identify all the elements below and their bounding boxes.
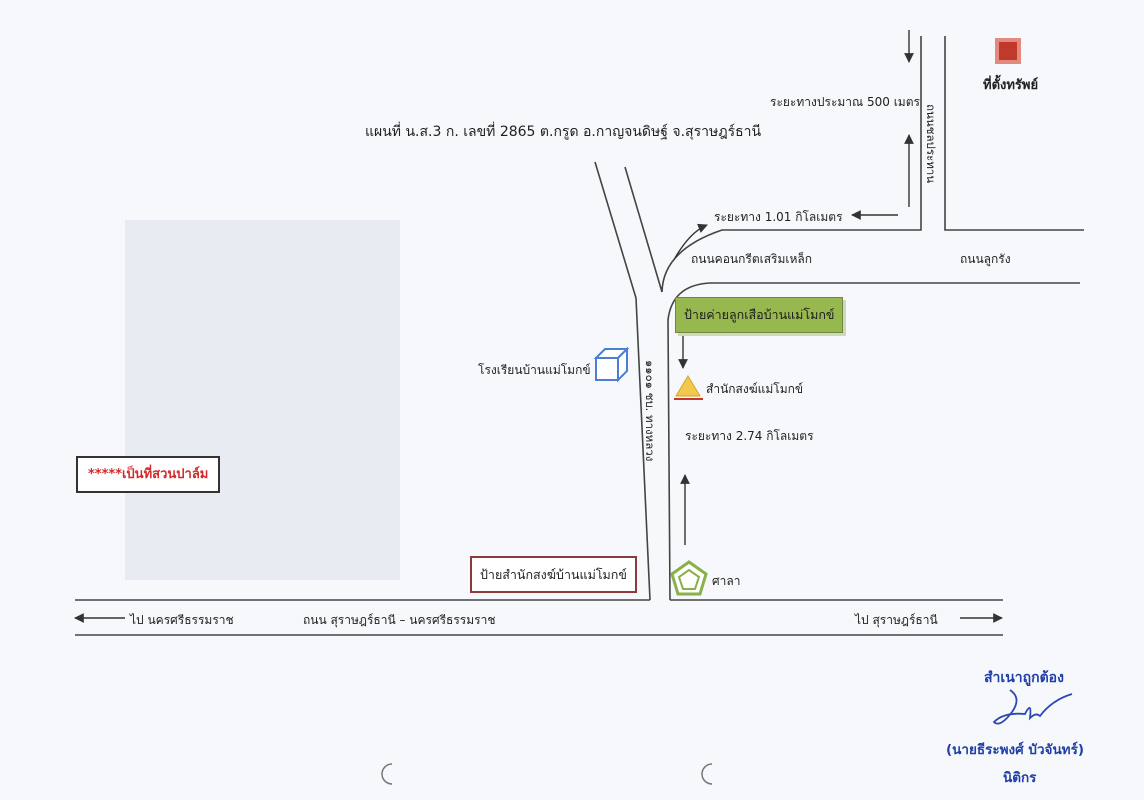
property-marker-core — [999, 42, 1017, 60]
highway-label: ถนน สุราษฎร์ธานี – นครศรีธรรมราช — [303, 613, 496, 627]
main-road-right-edge — [667, 282, 1080, 601]
pavilion-label: ศาลา — [712, 574, 741, 588]
scout-camp-sign: ป้ายค่ายลูกเสือบ้านแม่โมกข์ — [675, 297, 844, 333]
to-nakhon-label: ไป นครศรีธรรมราช — [130, 613, 234, 627]
concrete-road-label: ถนนคอนกรีตเสริมเหล็ก — [691, 252, 813, 266]
signature-drawing — [992, 689, 1073, 725]
main-vertical-road-label: ๑๑๐๑ ชบ. ทางหลวง — [643, 360, 657, 462]
direction-arrows — [74, 30, 1003, 623]
map-title: แผนที่ น.ส.3 ก. เลขที่ 2865 ต.กรูด อ.กาญ… — [365, 124, 762, 140]
main-road-left-edge — [594, 161, 651, 601]
palm-garden-note: *****เป็นที่สวนปาล์ม — [76, 456, 221, 493]
distance-top: ระยะทางประมาณ 500 เมตร — [770, 95, 920, 109]
distance-middle: ระยะทาง 1.01 กิโลเมตร — [714, 210, 843, 224]
luk-rung-road-label: ถนนลูกรัง — [960, 252, 1011, 266]
pavilion-pentagon-icon — [670, 560, 708, 596]
property-label: ที่ตั้งทรัพย์ — [983, 78, 1039, 93]
distance-lower: ระยะทาง 2.74 กิโลเมตร — [685, 429, 814, 443]
monastery-triangle-icon — [674, 375, 703, 400]
background-patch — [125, 220, 400, 580]
concrete-road-top-edge — [661, 36, 922, 293]
school-cube-icon — [593, 346, 630, 383]
monastery-sign: ป้ายสำนักสงฆ์บ้านแม่โมกข์ — [470, 556, 637, 593]
monastery-label: สำนักสงฆ์แม่โมกข์ — [706, 382, 804, 396]
to-surat-label: ไป สุราษฎร์ธานี — [855, 613, 938, 627]
vertical-right-road-label: ถนนชลประทาน — [924, 104, 938, 184]
arrow-curve — [674, 223, 708, 259]
certifier-position: นิติกร — [1003, 770, 1037, 786]
fork-inner-edge — [624, 166, 663, 293]
vertical-right-road-edge — [944, 36, 1084, 231]
certifier-name: (นายธีระพงศ์ บัวจันทร์) — [946, 742, 1084, 758]
road-lines — [75, 36, 1084, 636]
punch-hole-left — [381, 763, 393, 785]
certification-heading: สำเนาถูกต้อง — [984, 670, 1064, 686]
school-label: โรงเรียนบ้านแม่โมกข์ — [478, 363, 591, 377]
punch-hole-right — [701, 763, 713, 785]
